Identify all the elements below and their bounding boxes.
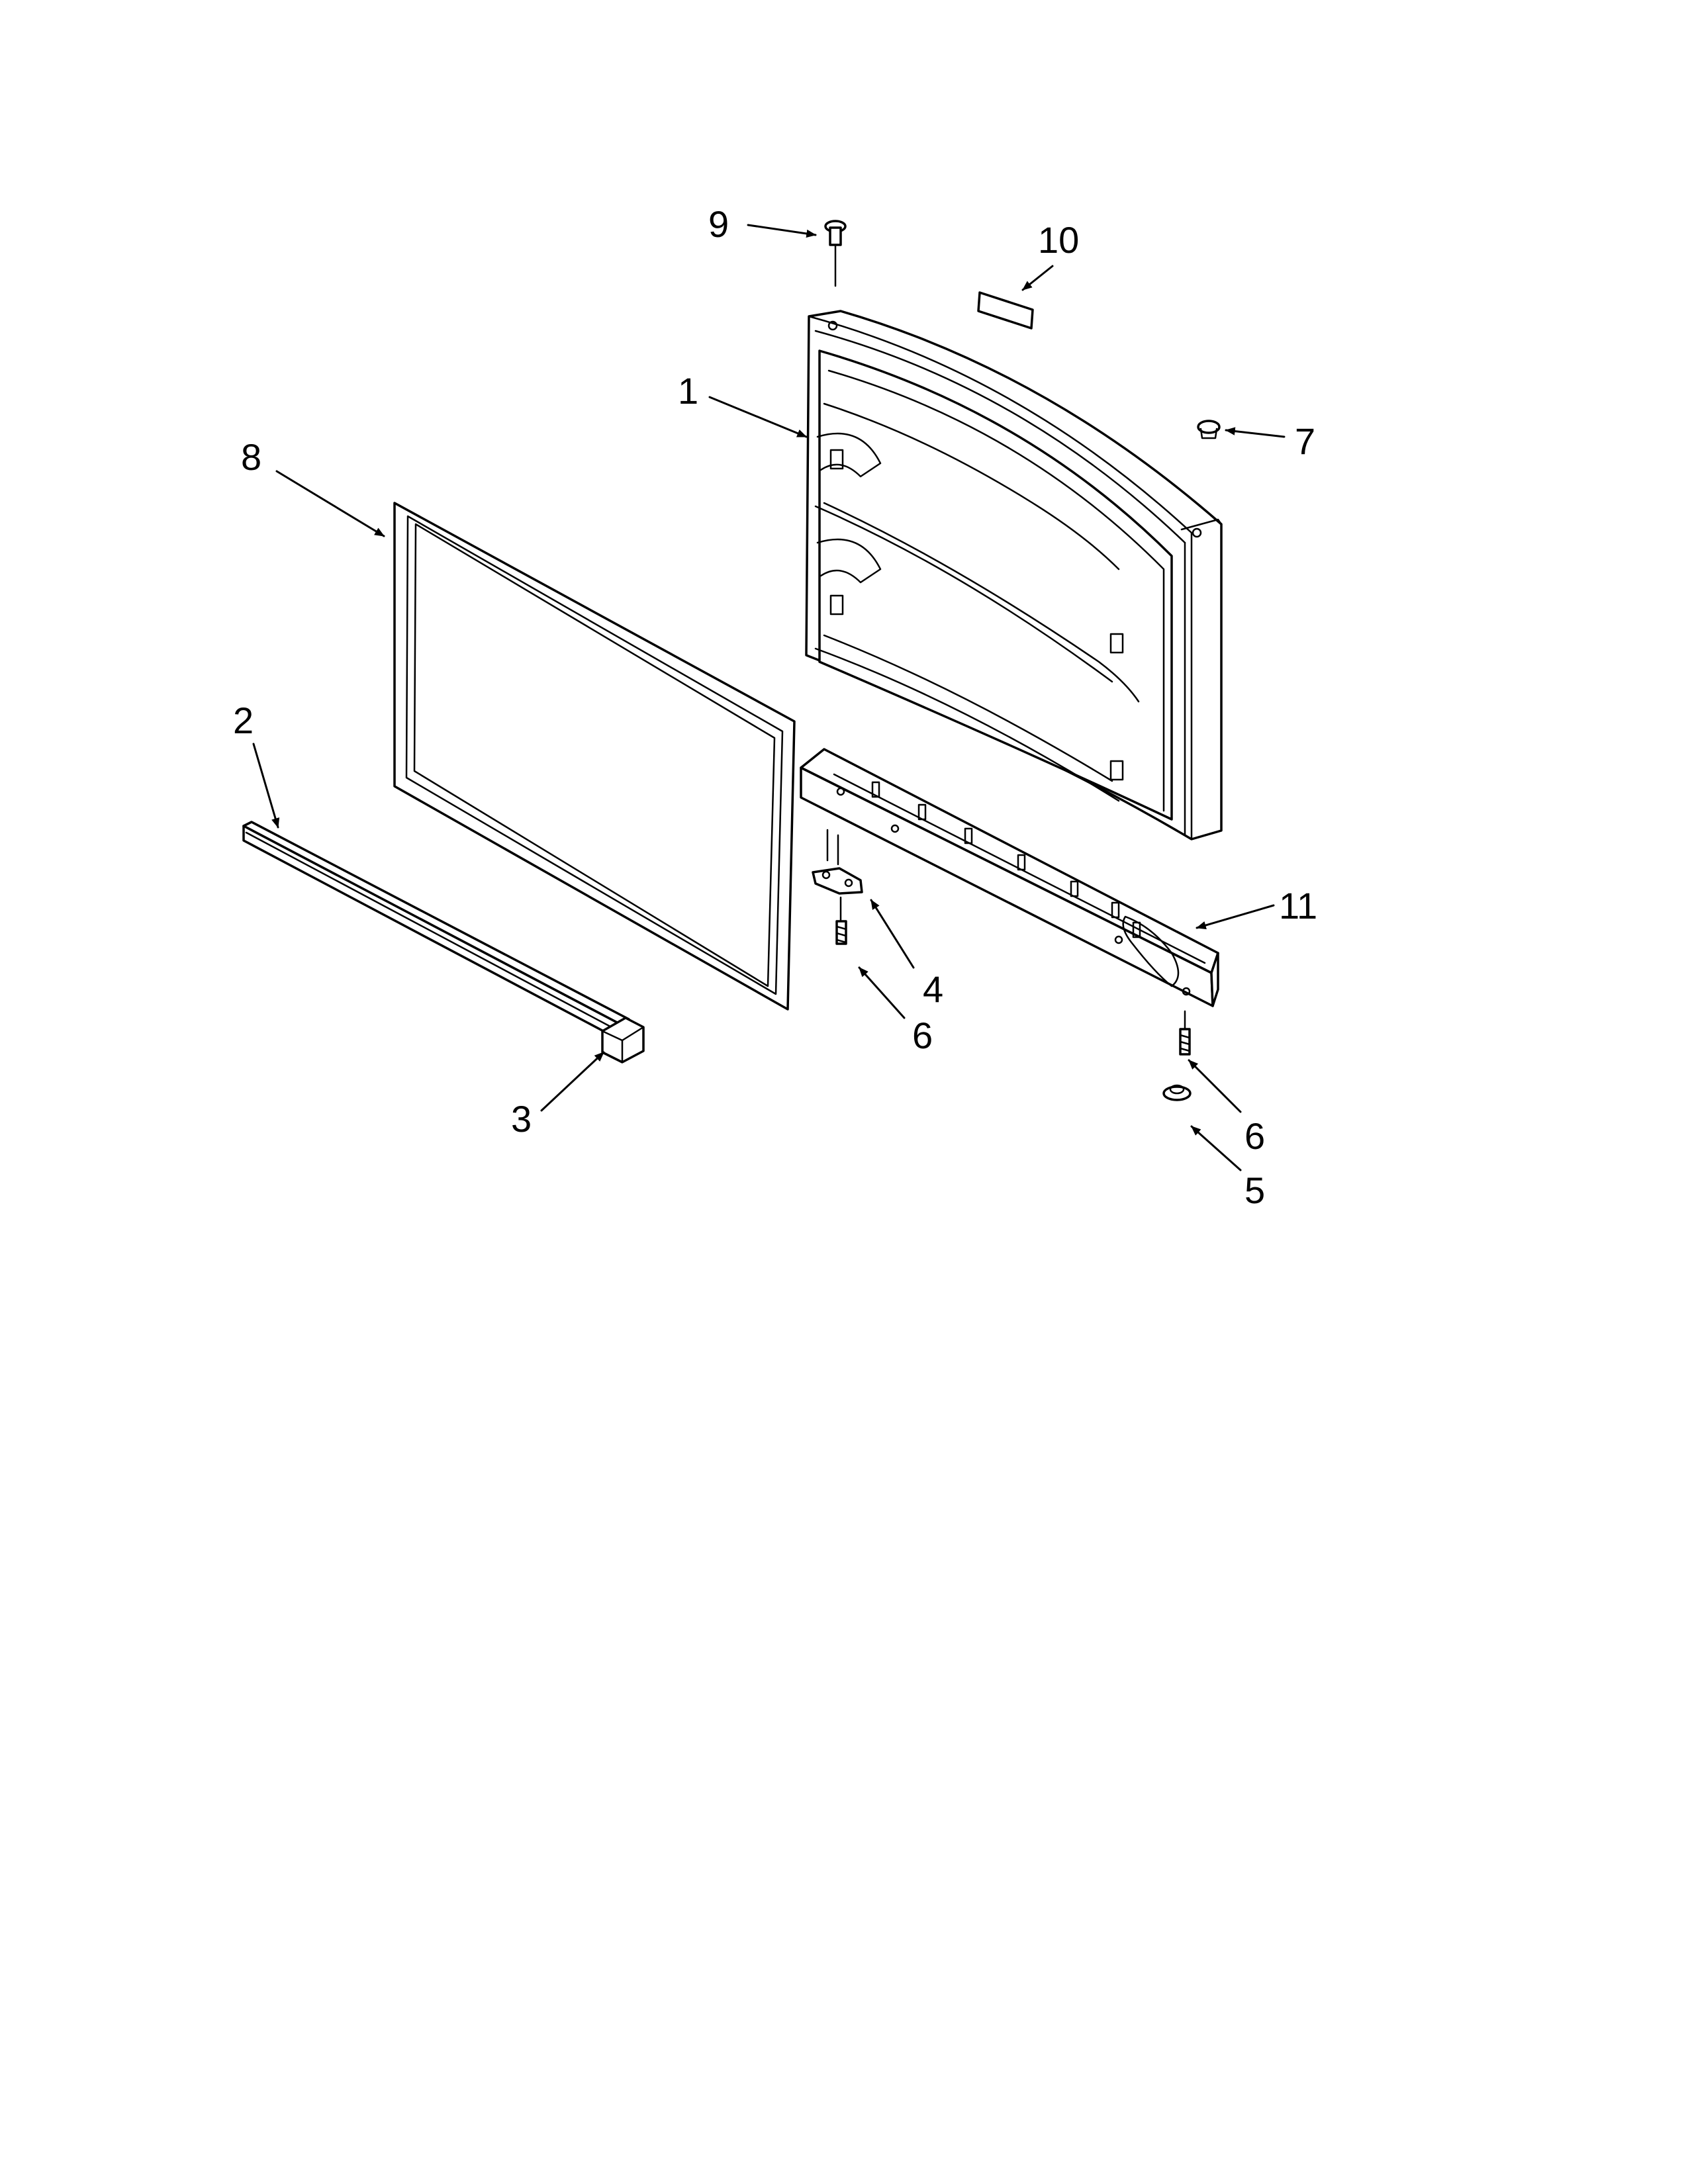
callout-10: 10 xyxy=(1038,219,1079,261)
callout-9: 9 xyxy=(708,203,729,245)
door-handle xyxy=(800,748,1219,1007)
hinge-bracket xyxy=(812,829,863,895)
callout-5: 5 xyxy=(1244,1169,1265,1211)
callout-1: 1 xyxy=(678,370,698,412)
callout-6-right: 6 xyxy=(1244,1115,1265,1157)
screw-right xyxy=(1179,1010,1191,1056)
door-gasket xyxy=(393,502,796,1011)
callout-labels: 1 2 3 4 5 6 6 7 8 9 10 11 xyxy=(233,203,1317,1211)
leader-lines xyxy=(252,224,1286,1171)
hinge-pin xyxy=(824,220,847,287)
callout-11: 11 xyxy=(1279,885,1317,927)
callout-3: 3 xyxy=(511,1098,532,1140)
callout-7: 7 xyxy=(1295,420,1315,462)
bushing xyxy=(1162,1084,1192,1101)
door-assembly xyxy=(805,310,1223,841)
callout-8: 8 xyxy=(241,436,261,478)
callout-6-left: 6 xyxy=(912,1015,933,1056)
screw-left xyxy=(835,896,847,945)
callout-2: 2 xyxy=(233,700,254,741)
rating-label xyxy=(977,291,1034,330)
callout-4: 4 xyxy=(923,968,943,1010)
hole-plug xyxy=(1197,420,1221,439)
